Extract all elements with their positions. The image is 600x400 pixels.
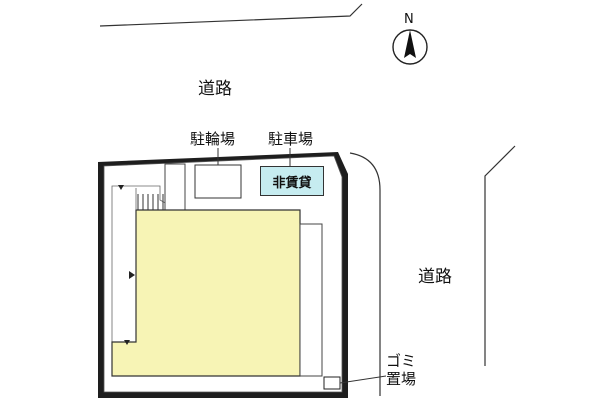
- building-footprint: [111, 209, 301, 377]
- road-label-north: 道路: [198, 79, 232, 99]
- direction-arrow-icon: [118, 185, 124, 190]
- direction-arrow-icon: [124, 340, 130, 345]
- direction-arrow-icon: [129, 271, 135, 279]
- garbage-label-line2: 置場: [386, 370, 417, 388]
- east-side-passage: [299, 223, 323, 377]
- road-label-east: 道路: [418, 267, 452, 287]
- north-label: N: [404, 12, 414, 27]
- car-parking-label: 駐車場: [268, 130, 314, 148]
- non-rental-parking: 非賃貸: [260, 166, 324, 196]
- bicycle-parking-area: [194, 164, 242, 199]
- garbage-label-line1: ゴミ: [386, 352, 417, 370]
- garbage-area-label: ゴミ 置場: [386, 352, 416, 388]
- east-road-inner-edge: [349, 152, 381, 396]
- north-road-edge: [99, 3, 363, 27]
- garbage-area-leader: [339, 375, 387, 384]
- entrance-column: [164, 163, 186, 213]
- north-arrow-icon: [392, 29, 428, 65]
- garbage-area-box: [323, 376, 341, 390]
- bicycle-parking-label: 駐輪場: [190, 130, 236, 148]
- east-road-outer-edge: [484, 145, 516, 366]
